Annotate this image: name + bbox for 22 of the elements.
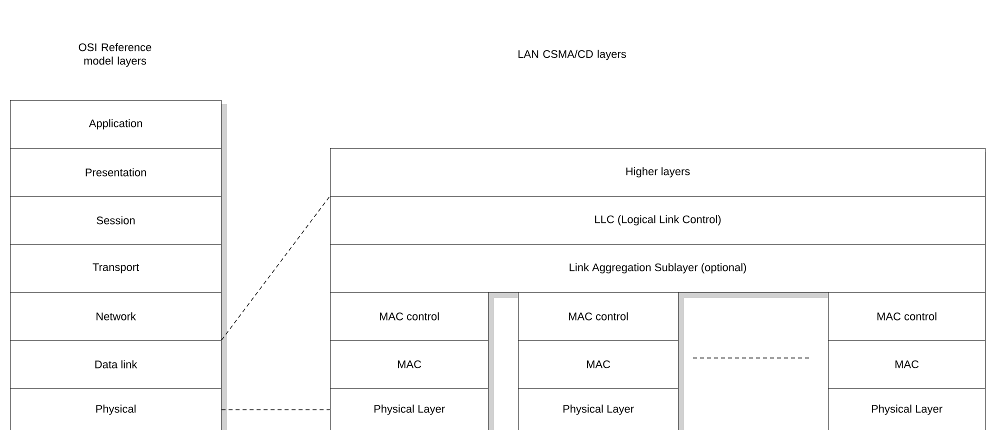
layer-box: MAC [828, 340, 986, 389]
layer-box: Data link [10, 340, 222, 389]
layer-box: Network [10, 292, 222, 341]
layer-box: MAC [330, 340, 489, 389]
layer-box: MAC [518, 340, 679, 389]
layer-box: LLC (Logical Link Control) [330, 196, 986, 245]
layer-box: Higher layers [330, 148, 986, 197]
dashed-line [221, 196, 330, 340]
column-heading: OSI Reference model layers [78, 43, 152, 67]
dashed-line [221, 409, 330, 410]
layer-box: MAC control [330, 292, 489, 341]
layer-box: Physical [10, 388, 222, 430]
layer-box: Physical Layer [330, 388, 489, 430]
layer-box: Presentation [10, 148, 222, 197]
layer-box: Physical Layer [828, 388, 986, 430]
layer-box: Physical Layer [518, 388, 679, 430]
layer-box: Session [10, 196, 222, 245]
layer-box: Application [10, 100, 222, 149]
layer-box: MAC control [828, 292, 986, 341]
layer-box: Transport [10, 244, 222, 293]
column-heading: LAN CSMA/CD layers [518, 50, 626, 60]
layer-box: MAC control [518, 292, 679, 341]
